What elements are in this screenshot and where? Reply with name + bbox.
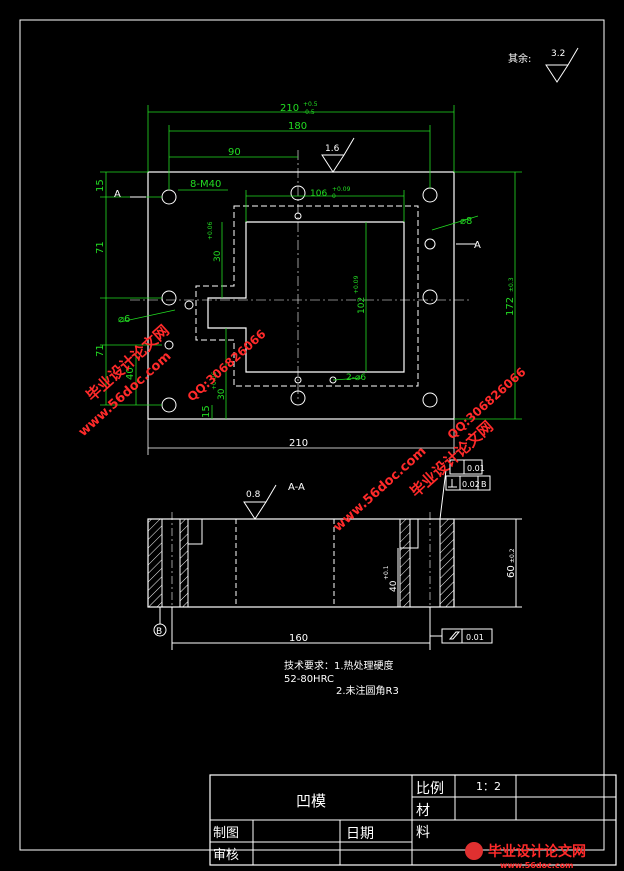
roughness-symbol-icon (545, 47, 579, 83)
dim-180: 180 (288, 121, 307, 132)
ratio-value: 1：2 (476, 780, 501, 793)
dim-30-upper: 30 (213, 250, 223, 262)
dim-102: 102 (357, 297, 367, 314)
dim-210-tol-upper: +0.5 (303, 101, 318, 108)
hatch-region (147, 518, 163, 608)
plan-view: 210 +0.5 -0.5 180 90 8-M40 106 +0.09 0 ⌀… (95, 101, 522, 455)
roughness-0-8: 0.8 (246, 490, 261, 500)
tol-top-value: 0.01 (467, 464, 485, 473)
watermark-upper-left: 毕业设计论文网 www.56doc.com (76, 321, 175, 440)
footer-url: www.56doc.com (500, 861, 573, 870)
dim-172-tol: ±0.3 (508, 277, 515, 292)
dim-60-tol: ±0.2 (509, 548, 516, 563)
hatch-region (439, 518, 455, 608)
hole-icon (161, 397, 177, 413)
surface-note-label: 其余: (508, 52, 531, 65)
dim-160: 160 (289, 633, 308, 644)
plan-bottom-dimension (147, 419, 455, 455)
hatch-region (399, 518, 411, 608)
tol-perp-value: 0.02 (462, 480, 480, 489)
plate-outline (147, 171, 455, 420)
pin-hole-icon (164, 340, 174, 350)
dim-71-upper: 71 (95, 241, 106, 254)
dim-30-upper-tol: +0.06 (207, 221, 214, 240)
surface-note: 其余: 3.2 (508, 47, 579, 83)
dim-15-top: 15 (95, 179, 106, 192)
pin-hole-icon (424, 238, 436, 250)
ratio-label: 比例 (416, 781, 444, 797)
tol-perp-datum: B (481, 480, 487, 489)
dim-106-tol-low: 0 (332, 193, 336, 200)
pin-label-right: ⌀8 (460, 216, 472, 227)
dim-106: 106 (310, 189, 327, 199)
dim-30-lower: 30 (217, 388, 227, 400)
plan-dimension-lines (100, 105, 522, 420)
hole-icon (161, 290, 177, 306)
tech-req-line-3: 2.未注圆角R3 (336, 684, 399, 697)
dim-210-tol-lower: -0.5 (303, 109, 315, 116)
hatch-region (179, 518, 189, 608)
hole-icon (290, 185, 306, 201)
datum-circle-icon (153, 623, 167, 637)
pin-hole-icon (294, 212, 302, 220)
date-label: 日期 (346, 826, 374, 842)
section-mark-right: A (474, 240, 481, 251)
dim-210-top: 210 (280, 103, 299, 114)
dim-71-lower: 71 (95, 344, 106, 357)
datum-label: B (156, 627, 162, 637)
section-details (159, 469, 522, 650)
hole-icon (422, 392, 438, 408)
thread-label: 8-M40 (190, 179, 221, 190)
material-label-2: 料 (416, 825, 430, 841)
dim-106-tol: +0.09 (332, 186, 351, 193)
tech-req-line-2: 52-80HRC (284, 674, 334, 685)
dim-60: 60 (506, 565, 517, 578)
footer-site: 毕业设计论文网 (488, 843, 586, 860)
cavity-hidden-outline (195, 205, 419, 387)
pin-hole-icon (184, 300, 194, 310)
dim-102-tol: +0.09 (353, 275, 360, 294)
technical-requirements: 技术要求：1.热处理硬度 52-80HRC 2.未注圆角R3 (284, 659, 399, 697)
drawn-by-label: 制图 (213, 826, 239, 841)
hole-icon (290, 390, 306, 406)
drawing-frame (19, 19, 605, 851)
dim-172: 172 (505, 297, 516, 316)
pins-label-bottom: 2-⌀6 (346, 373, 366, 383)
hole-icon (422, 289, 438, 305)
surface-note-value: 3.2 (551, 49, 565, 59)
section-mark-left: A (114, 189, 121, 200)
material-label: 材 (416, 803, 430, 819)
threaded-holes (161, 185, 438, 413)
cavity-outline (207, 221, 405, 373)
hole-icon (161, 189, 177, 205)
flatness-icon (448, 631, 461, 640)
hole-icon (422, 187, 438, 203)
dim-40-section-tol: +0.1 (383, 565, 390, 580)
section-view: A-A 0.8 (147, 459, 522, 650)
dim-210-bottom: 210 (289, 438, 308, 449)
dim-90: 90 (228, 147, 241, 158)
roughness-1-6: 1.6 (325, 144, 340, 154)
logo-icon (465, 842, 483, 860)
part-name: 凹模 (296, 792, 326, 810)
roughness-symbol-icon (243, 484, 277, 520)
pin-hole-icon (294, 376, 302, 384)
tol-parallel-value: 0.01 (466, 633, 484, 642)
pin-label-left: ⌀6 (118, 314, 130, 325)
dim-40-section: 40 (389, 580, 399, 592)
section-title: A-A (288, 482, 305, 493)
dim-30-lower-tol: +0.06 (211, 371, 218, 390)
dim-40: 40 (125, 367, 136, 380)
title-block: 凹模 比例 1：2 材 料 制图 日期 审核 (209, 774, 617, 866)
roughness-symbol-icon (321, 137, 355, 173)
section-marks (130, 196, 476, 245)
footer-logo: 毕业设计论文网 www.56doc.com (465, 842, 586, 870)
checked-by-label: 审核 (213, 848, 239, 863)
watermarks: 毕业设计论文网 www.56doc.com QQ:306826066 毕业设计论… (76, 321, 586, 870)
tech-req-line-1: 技术要求：1.热处理硬度 (284, 659, 394, 672)
dim-15-bottom: 15 (201, 405, 212, 418)
tolerance-frames (441, 459, 493, 644)
